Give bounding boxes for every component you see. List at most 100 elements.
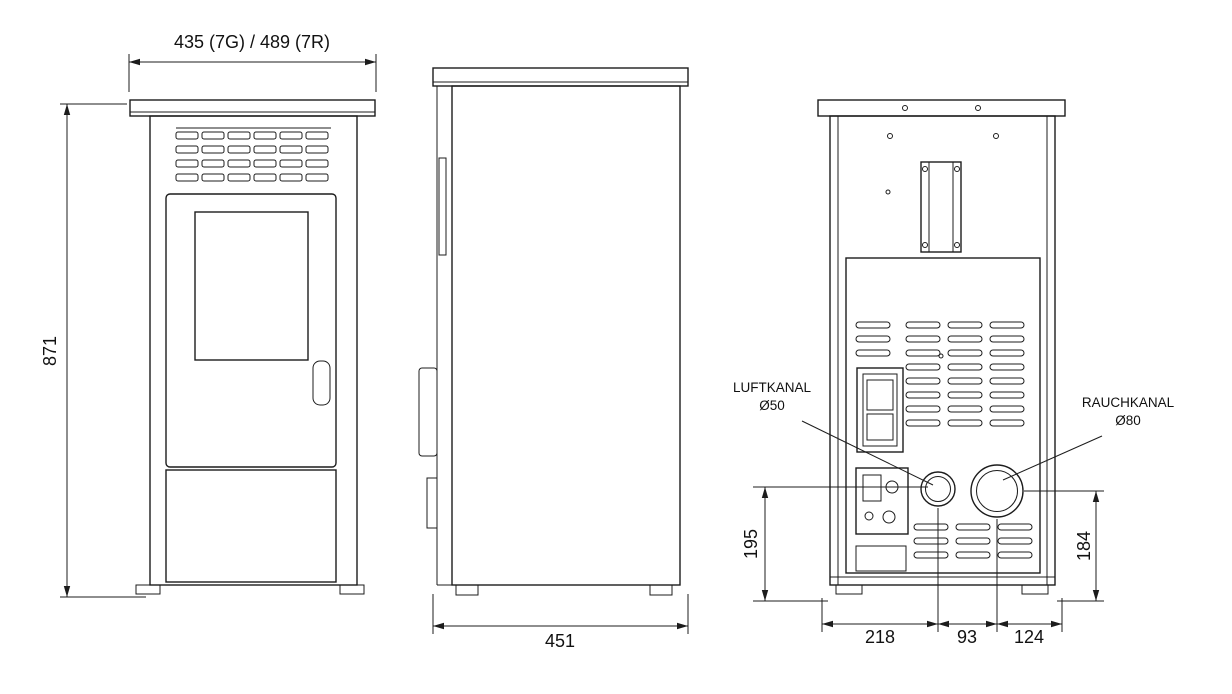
vent-slot xyxy=(855,335,891,343)
smoke-duct-outer xyxy=(970,464,1024,518)
vent-slot xyxy=(913,551,949,559)
air-duct-diameter: Ø50 xyxy=(759,398,785,413)
grille-slat xyxy=(201,145,225,154)
grille-slat xyxy=(227,173,251,182)
grille-slat xyxy=(279,145,303,154)
vent-slot xyxy=(905,391,941,399)
front-top-cap xyxy=(129,99,376,117)
smoke-duct-diameter: Ø80 xyxy=(1115,413,1141,428)
rear-bottom-dimensions: 218 93 124 xyxy=(821,508,1063,647)
vent-slot xyxy=(989,419,1025,427)
side-top-cap xyxy=(432,67,689,87)
side-body xyxy=(451,85,681,586)
screw-hole xyxy=(885,189,891,195)
vent-slot xyxy=(855,321,891,329)
display-box-inner xyxy=(862,373,898,447)
vent-slot xyxy=(905,377,941,385)
bracket-screw xyxy=(922,242,928,248)
vent-slot xyxy=(989,335,1025,343)
front-bottom-panel xyxy=(165,469,337,583)
air-duct-outer xyxy=(920,471,956,507)
rear-view xyxy=(817,99,1066,595)
power-detail xyxy=(864,511,874,521)
vent-slot xyxy=(905,419,941,427)
bracket-screw xyxy=(954,242,960,248)
smoke-duct-callout: RAUCHKANAL Ø80 xyxy=(1002,395,1175,481)
grille-slat xyxy=(253,131,277,140)
vent-slot xyxy=(905,335,941,343)
air-duct-label: LUFTKANAL xyxy=(733,380,812,395)
grille-slat xyxy=(227,159,251,168)
rear-bottom-mid-value: 93 xyxy=(957,627,977,647)
smoke-duct xyxy=(970,464,1024,518)
rear-bottom-plate xyxy=(855,545,907,572)
power-box-frame xyxy=(855,467,909,535)
grille-slat xyxy=(305,131,329,140)
vent-slot xyxy=(947,419,983,427)
bracket-screw xyxy=(922,166,928,172)
vent-slot xyxy=(947,377,983,385)
side-view xyxy=(418,67,689,596)
front-height-dimension: 871 xyxy=(40,103,146,598)
rear-air-height-value: 195 xyxy=(741,529,761,559)
rear-foot-right xyxy=(1021,584,1049,595)
display-window-bottom xyxy=(866,413,894,441)
grille-slat xyxy=(253,145,277,154)
air-duct-inner xyxy=(925,476,951,502)
side-foot-left xyxy=(455,584,479,596)
display-window-top xyxy=(866,379,894,411)
vent-slot xyxy=(947,321,983,329)
vent-slot xyxy=(855,349,891,357)
vent-slot xyxy=(997,551,1033,559)
vent-slot xyxy=(947,335,983,343)
rear-smoke-height-dimension: 184 xyxy=(1024,490,1104,602)
vent-slot xyxy=(947,391,983,399)
rear-body xyxy=(829,115,1056,586)
leader-line xyxy=(1002,435,1103,481)
grille-slat xyxy=(305,145,329,154)
rear-service-panel xyxy=(845,257,1041,574)
grille-slat xyxy=(279,131,303,140)
vent-slot xyxy=(997,523,1033,531)
air-duct xyxy=(920,471,956,507)
grille-slat xyxy=(279,173,303,182)
front-width-dimension: 435 (7G) / 489 (7R) xyxy=(128,32,377,92)
grille-slat xyxy=(227,145,251,154)
grille-slat xyxy=(253,159,277,168)
side-foot-right xyxy=(649,584,673,596)
grille-slat xyxy=(305,173,329,182)
smoke-duct-label: RAUCHKANAL xyxy=(1082,395,1175,410)
vent-slot xyxy=(955,537,991,545)
front-grille xyxy=(175,127,331,182)
vent-slot xyxy=(989,349,1025,357)
side-handle-profile xyxy=(418,367,438,457)
vent-slot xyxy=(947,363,983,371)
vent-slot xyxy=(947,405,983,413)
vent-slot xyxy=(905,349,941,357)
vent-slot xyxy=(997,537,1033,545)
bracket-plate xyxy=(920,161,962,253)
vent-slot xyxy=(955,551,991,559)
vent-slot xyxy=(905,321,941,329)
grille-slat xyxy=(305,159,329,168)
vent-slot xyxy=(905,363,941,371)
power-switch xyxy=(862,474,882,502)
side-latch-detail xyxy=(426,477,438,529)
grille-slat xyxy=(201,131,225,140)
grille-slat xyxy=(175,145,199,154)
power-socket xyxy=(882,510,896,524)
front-foot-right xyxy=(339,584,365,595)
front-door xyxy=(165,193,337,468)
grille-slat xyxy=(175,131,199,140)
grille-slat xyxy=(201,173,225,182)
vent-slot xyxy=(955,523,991,531)
front-view xyxy=(129,99,376,595)
bracket-screw xyxy=(954,166,960,172)
vent-slot xyxy=(989,405,1025,413)
rear-smoke-height-value: 184 xyxy=(1074,531,1094,561)
vent-slot xyxy=(989,321,1025,329)
front-body xyxy=(149,115,358,586)
front-width-value: 435 (7G) / 489 (7R) xyxy=(174,32,330,52)
rear-display-box xyxy=(856,367,904,453)
